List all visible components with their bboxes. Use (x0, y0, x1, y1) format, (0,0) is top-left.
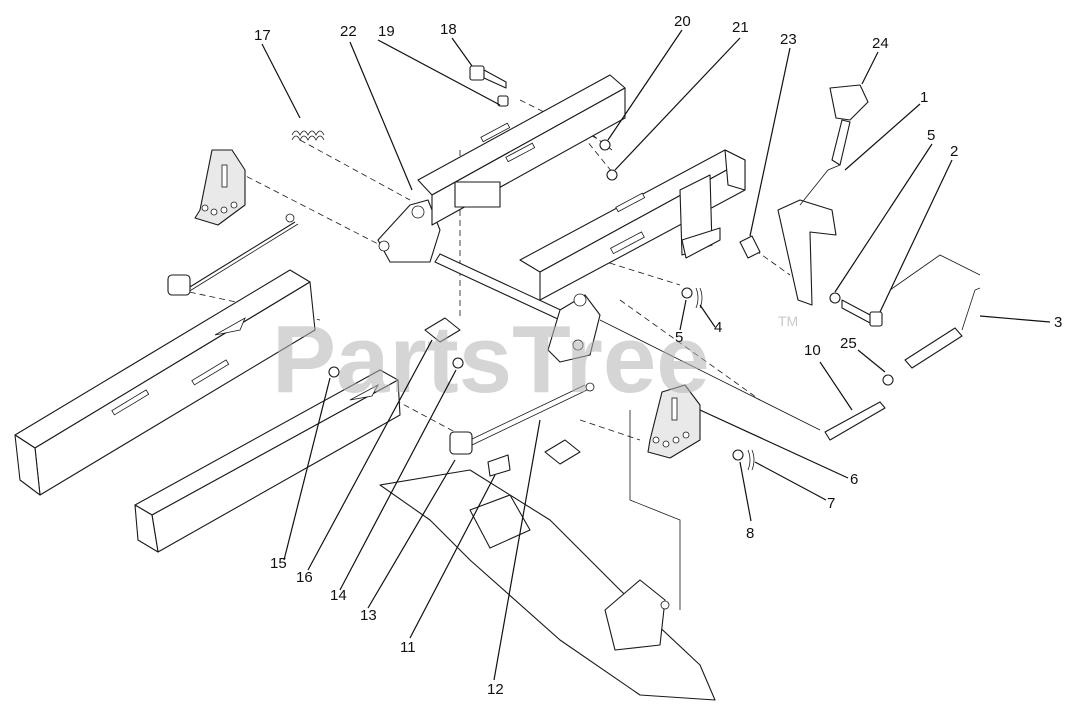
callout-leaders (261, 29, 1051, 681)
spacer-part-23 (739, 235, 761, 259)
callout-labels: 17 22 19 18 20 21 23 24 1 5 2 3 4 5 10 2… (254, 13, 1062, 698)
callout-12: 12 (487, 681, 504, 698)
handle-lever (777, 84, 869, 306)
callout-16: 16 (296, 569, 313, 586)
callout-2: 2 (950, 143, 958, 160)
left-height-plate (194, 149, 246, 226)
callout-7: 7 (827, 495, 835, 512)
callout-19: 19 (378, 23, 395, 40)
spring-part (291, 130, 325, 141)
clips-parts (328, 317, 581, 465)
nut-parts (599, 139, 618, 181)
partstree-watermark: PartsTree TM (272, 306, 798, 413)
cross-shaft (377, 199, 601, 363)
bolt-part-18 (469, 65, 507, 89)
upper-frame-channel (417, 74, 626, 226)
watermark-text: PartsTree (272, 306, 710, 413)
callout-21: 21 (732, 19, 749, 36)
callout-20: 20 (674, 13, 691, 30)
callout-25: 25 (840, 335, 857, 352)
right-frame-channel (519, 149, 746, 301)
callout-5-upper: 5 (927, 127, 935, 144)
reference-lines (599, 254, 981, 610)
callout-5-lower: 5 (675, 329, 683, 346)
callout-13: 13 (360, 607, 377, 624)
watermark-tm: TM (778, 313, 798, 329)
callout-22: 22 (340, 23, 357, 40)
callout-6: 6 (850, 471, 858, 488)
callout-10: 10 (804, 342, 821, 359)
hairpins-washers (681, 287, 755, 471)
callout-14: 14 (330, 587, 347, 604)
left-frame-rail (14, 269, 316, 496)
right-height-plate (647, 384, 701, 459)
lower-link-rod (449, 382, 595, 477)
callout-18: 18 (440, 21, 457, 38)
callout-15: 15 (270, 555, 287, 572)
callout-11: 11 (400, 639, 416, 656)
lower-deck-arm (379, 469, 716, 701)
lower-frame-rail (134, 369, 401, 553)
pin-part-19 (497, 95, 509, 107)
left-link-rod (167, 213, 299, 296)
callout-1: 1 (920, 89, 928, 106)
callout-8: 8 (746, 525, 754, 542)
callout-23: 23 (780, 31, 797, 48)
callout-3: 3 (1054, 314, 1062, 331)
callout-4: 4 (714, 319, 722, 336)
rod-part-10 (824, 374, 894, 441)
callout-24: 24 (872, 35, 889, 52)
rod-part-3 (904, 287, 981, 369)
bolt-part-2 (829, 292, 883, 327)
callout-17: 17 (254, 27, 271, 44)
